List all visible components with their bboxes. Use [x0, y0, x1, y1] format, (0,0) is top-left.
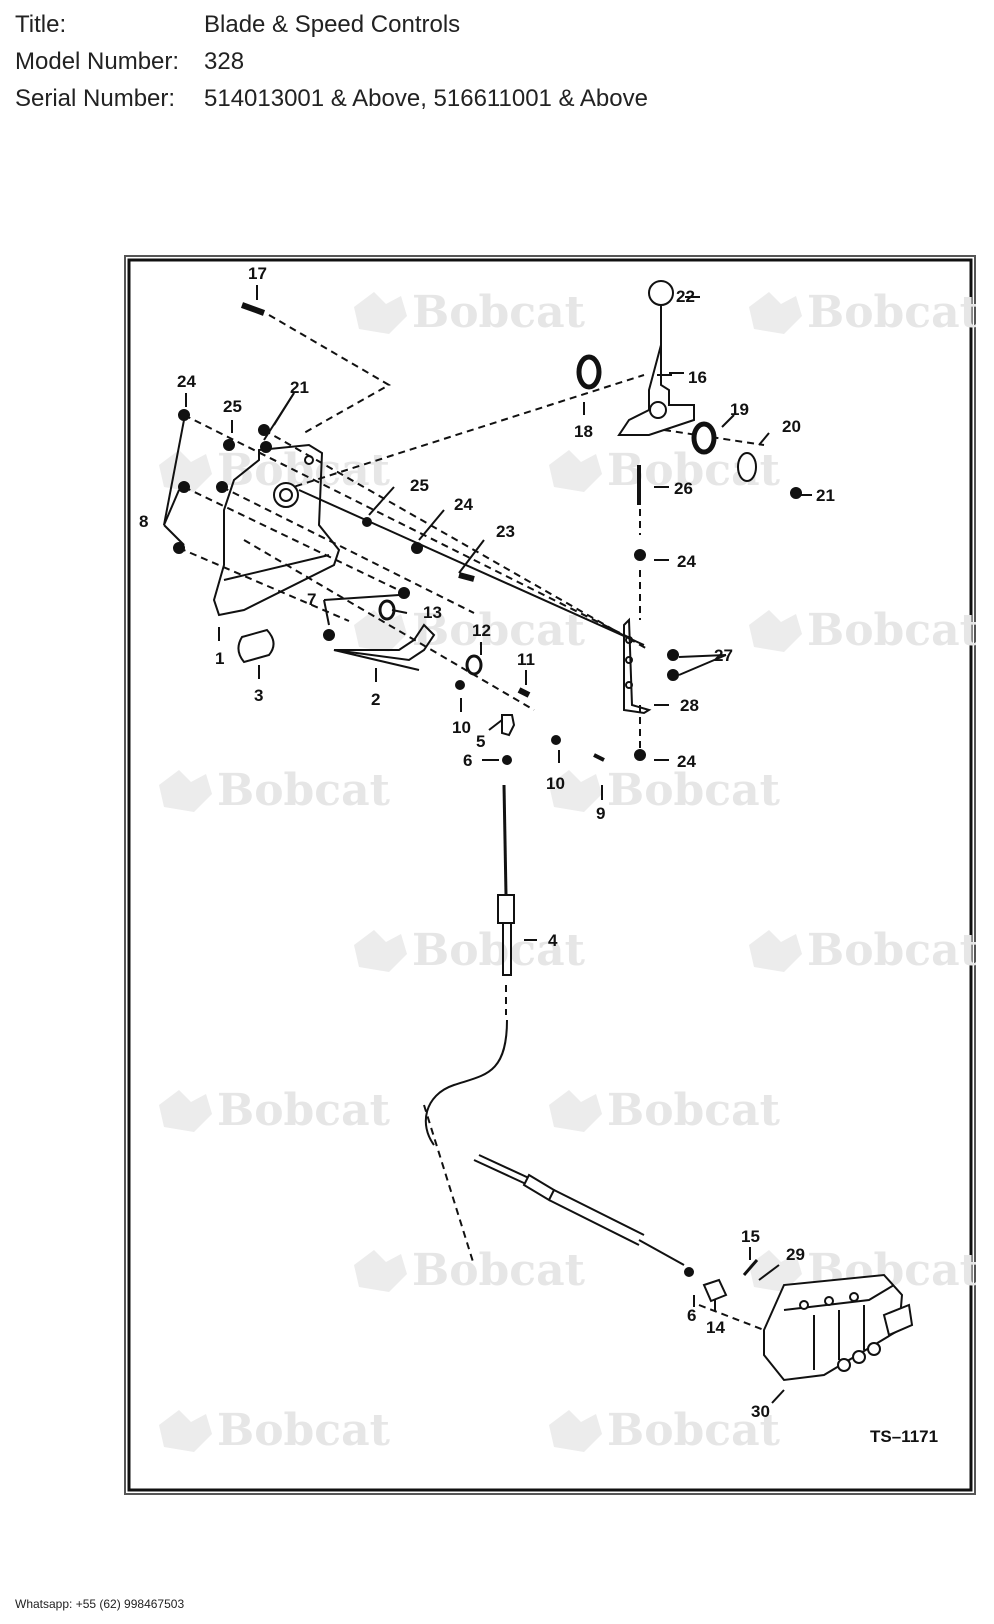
- watermark-text: Bobcat: [607, 1085, 781, 1136]
- watermark-text: Bobcat: [412, 1245, 586, 1296]
- title-label: Title:: [15, 11, 67, 38]
- watermarks: Bobcat Bobcat Bobcat Bobcat Bobcat Bobca…: [159, 287, 976, 1456]
- callout-10: 10: [546, 774, 565, 793]
- callout-15: 15: [741, 1227, 760, 1246]
- watermark-text: Bobcat: [412, 287, 586, 338]
- callout-24: 24: [177, 372, 196, 391]
- ball-knob: [648, 280, 674, 306]
- callout-8: 8: [139, 512, 148, 531]
- callout-9: 9: [596, 804, 605, 823]
- watermark-text: Bobcat: [217, 765, 391, 816]
- callout-17: 17: [248, 264, 267, 283]
- watermark-text: Bobcat: [412, 925, 586, 976]
- figure-code: TS–1171: [870, 1427, 938, 1446]
- callout-27: 27: [714, 646, 733, 665]
- callout-6: 6: [463, 751, 472, 770]
- callout-11: 11: [517, 650, 535, 669]
- parts-diagram: Bobcat Bobcat Bobcat Bobcat Bobcat Bobca…: [124, 255, 976, 1495]
- watermark-text: Bobcat: [807, 287, 976, 338]
- title-value: Blade & Speed Controls: [204, 11, 461, 38]
- callout-23: 23: [496, 522, 515, 541]
- callout-25: 25: [223, 397, 242, 416]
- callout-7: 7: [307, 590, 316, 609]
- callout-28: 28: [680, 696, 699, 715]
- callout-20: 20: [782, 417, 801, 436]
- speed-lever: [333, 623, 436, 662]
- ring-18: [576, 354, 602, 390]
- callout-1: 1: [215, 649, 224, 668]
- callout-24: 24: [677, 752, 696, 771]
- model-label: Model Number:: [15, 48, 180, 75]
- callout-13: 13: [423, 603, 442, 622]
- watermark-text: Bobcat: [217, 1085, 391, 1136]
- watermark-text: Bobcat: [217, 445, 391, 496]
- callout-22: 22: [676, 287, 695, 306]
- callout-26: 26: [674, 479, 693, 498]
- callout-4: 4: [548, 931, 558, 950]
- callout-3: 3: [254, 686, 263, 705]
- disc-20: [737, 452, 757, 482]
- callout-30: 30: [751, 1402, 770, 1421]
- control-valve: [763, 1273, 914, 1382]
- clevis: [702, 1278, 728, 1303]
- lever-knob: [237, 628, 275, 664]
- parts-drawing: [173, 280, 914, 1382]
- linkage-bracket: [623, 617, 652, 715]
- watermark-text: Bobcat: [412, 605, 586, 656]
- watermark-text: Bobcat: [807, 605, 976, 656]
- callout-18: 18: [574, 422, 593, 441]
- callout-24: 24: [677, 552, 696, 571]
- callout-10: 10: [452, 718, 471, 737]
- diagram-inner-frame: [127, 258, 973, 1492]
- callout-16: 16: [688, 368, 707, 387]
- callout-12: 12: [472, 621, 491, 640]
- serial-value: 514013001 & Above, 516611001 & Above: [204, 85, 648, 112]
- callout-6: 6: [687, 1306, 696, 1325]
- footer-contact: Whatsapp: +55 (62) 998467503: [15, 1597, 185, 1611]
- watermark-text: Bobcat: [217, 1405, 391, 1456]
- ring-19: [691, 421, 717, 455]
- control-cable: [502, 784, 508, 896]
- watermark-text: Bobcat: [807, 925, 976, 976]
- callout-21: 21: [290, 378, 309, 397]
- callout-numbers: 17 24 25 21 25 24 23 8 1 3 2 7 13 12 11 …: [139, 264, 938, 1446]
- leader-lines: [163, 285, 812, 1404]
- watermark-text: Bobcat: [607, 765, 781, 816]
- serial-label: Serial Number:: [15, 85, 176, 112]
- callout-5: 5: [476, 732, 485, 751]
- callout-2: 2: [371, 690, 380, 709]
- callout-14: 14: [706, 1318, 725, 1337]
- callout-24: 24: [454, 495, 473, 514]
- model-value: 328: [204, 48, 245, 75]
- blade-control-arm: [617, 344, 695, 436]
- watermark-text: Bobcat: [607, 1405, 781, 1456]
- callout-25: 25: [410, 476, 429, 495]
- callout-21: 21: [816, 486, 835, 505]
- callout-29: 29: [786, 1245, 805, 1264]
- callout-19: 19: [730, 400, 749, 419]
